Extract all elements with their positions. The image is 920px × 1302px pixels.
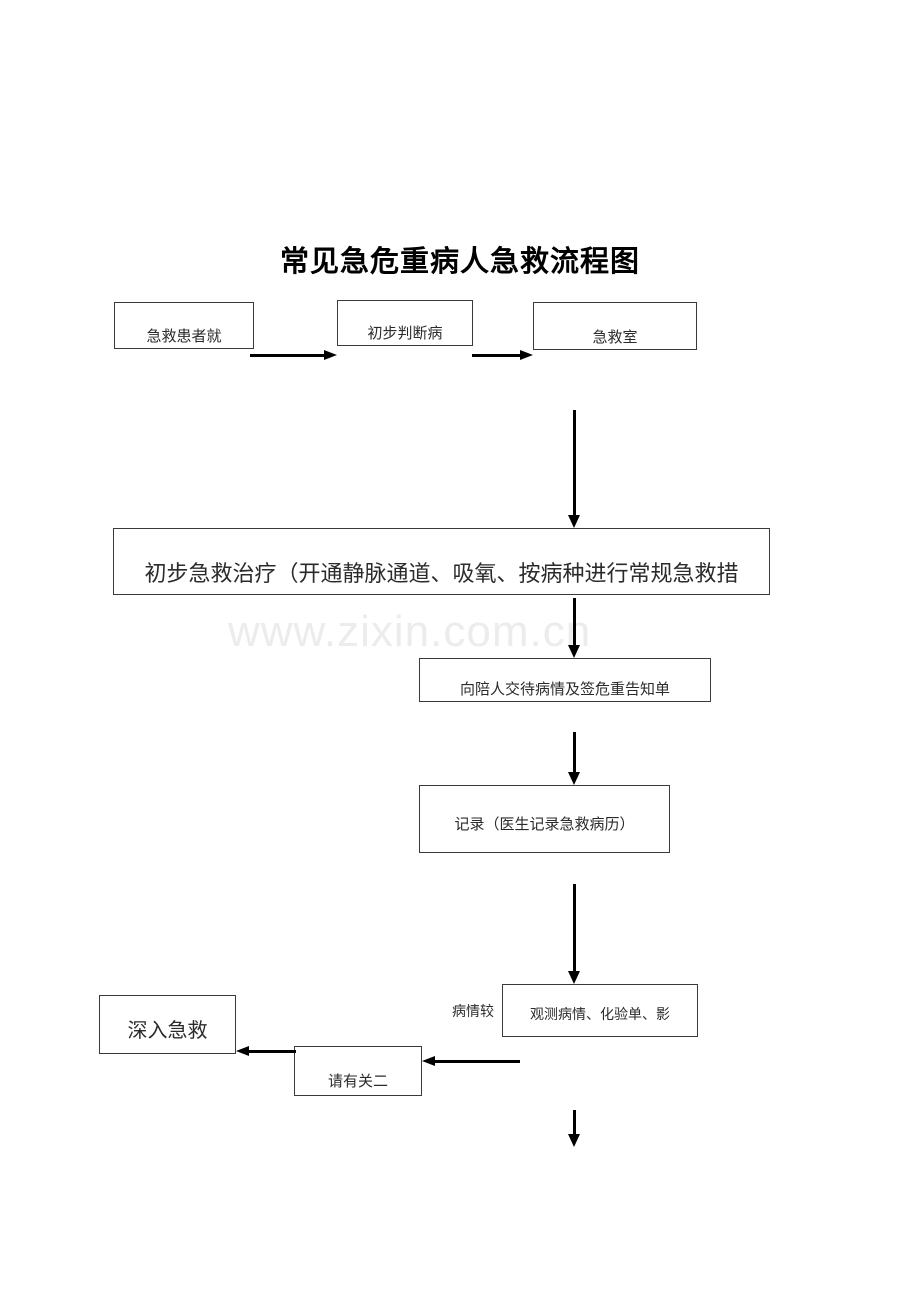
flow-node-consult-label: 请有关二 (327, 1072, 388, 1090)
arrow-shaft (573, 884, 576, 972)
arrow-head-down-icon (568, 1134, 580, 1147)
arrow-head-down-icon (568, 971, 580, 984)
arrow-head-down-icon (568, 772, 580, 785)
flow-node-record-label: 记录（医生记录急救病历） (454, 815, 635, 833)
flow-node-deep-rescue-label: 深入急救 (127, 1018, 208, 1042)
arrow-shaft (247, 1050, 296, 1053)
arrow-shaft (573, 410, 576, 516)
arrow-shaft (433, 1060, 520, 1063)
flow-node-triage[interactable]: 初步判断病 (337, 300, 473, 346)
flow-node-emergency-room[interactable]: 急救室 (533, 302, 697, 350)
arrow-shaft (573, 1110, 576, 1135)
edge-label-severe-condition: 病情较 (452, 1004, 494, 1020)
flow-node-inform-family[interactable]: 向陪人交待病情及签危重告知单 (419, 658, 711, 702)
page-title: 常见急危重病人急救流程图 (279, 244, 640, 278)
arrow-head-right-icon (520, 350, 533, 360)
flow-node-arrival-label: 急救患者就 (146, 327, 222, 345)
flow-node-initial-treatment[interactable]: 初步急救治疗（开通静脉通道、吸氧、按病种进行常规急救措 (113, 528, 770, 595)
flow-node-record[interactable]: 记录（医生记录急救病历） (419, 785, 670, 853)
flow-node-triage-label: 初步判断病 (367, 324, 443, 342)
flow-node-observe-label: 观测病情、化验单、影 (530, 1007, 670, 1023)
flow-node-consult[interactable]: 请有关二 (294, 1046, 422, 1096)
flow-node-observe[interactable]: 观测病情、化验单、影 (502, 984, 698, 1037)
watermark-text: www.zixin.com.cn (228, 607, 592, 656)
flow-node-initial-treatment-label: 初步急救治疗（开通静脉通道、吸氧、按病种进行常规急救措 (144, 562, 739, 587)
arrow-shaft (250, 354, 326, 357)
flow-node-deep-rescue[interactable]: 深入急救 (99, 995, 236, 1054)
arrow-head-down-icon (568, 515, 580, 528)
arrow-head-down-icon (568, 645, 580, 658)
arrow-head-right-icon (324, 350, 337, 360)
flow-node-emergency-room-label: 急救室 (592, 328, 638, 346)
arrow-shaft (573, 598, 576, 646)
arrow-shaft (573, 732, 576, 773)
arrow-head-left-icon (236, 1046, 249, 1056)
flow-node-inform-family-label: 向陪人交待病情及签危重告知单 (459, 680, 670, 698)
arrow-shaft (472, 354, 522, 357)
arrow-head-left-icon (422, 1056, 435, 1066)
flow-node-arrival[interactable]: 急救患者就 (114, 302, 254, 349)
